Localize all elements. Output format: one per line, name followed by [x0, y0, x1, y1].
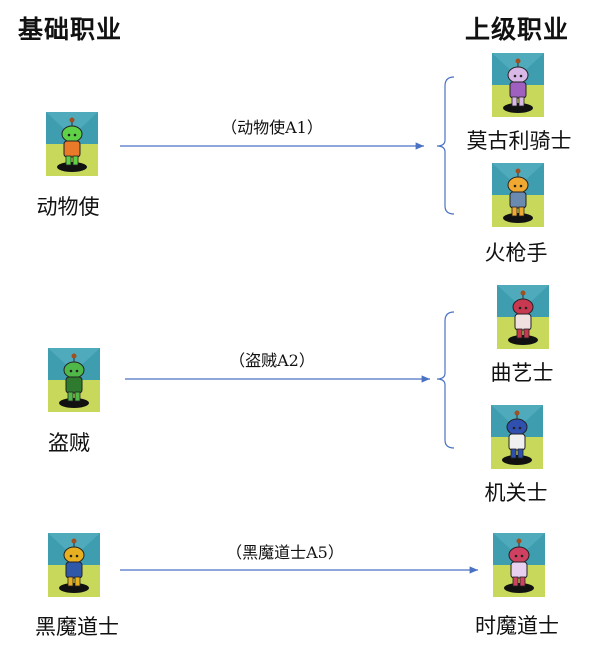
sprite-animal-handler	[46, 112, 98, 176]
arrow-label: （盗贼A2）	[229, 351, 315, 370]
base-jobs-heading: 基础职业	[18, 15, 123, 44]
job-label: 黑魔道士	[35, 615, 119, 639]
job-label: 曲艺士	[490, 361, 554, 385]
sprite-black-mage	[48, 533, 100, 597]
job-label: 火枪手	[484, 241, 548, 265]
sprite-fusilier	[492, 163, 544, 227]
sprite-moogle-knight	[492, 53, 544, 117]
job-label: 动物使	[36, 195, 100, 219]
sprite-time-mage	[493, 533, 545, 597]
brace-row2	[436, 311, 455, 449]
job-label: 机关士	[484, 481, 548, 505]
sprite-machinist	[491, 405, 543, 469]
brace-row1	[436, 76, 455, 215]
sprite-thief	[48, 348, 100, 412]
job-label: 莫古利骑士	[466, 129, 572, 153]
arrow-label: （动物使A1）	[221, 118, 323, 137]
advanced-jobs-heading: 上级职业	[465, 15, 570, 44]
sprite-juggler	[497, 285, 549, 349]
job-label: 盗贼	[48, 431, 90, 455]
job-label: 时魔道士	[475, 614, 559, 638]
arrow-label: （黑魔道士A5）	[226, 543, 344, 562]
